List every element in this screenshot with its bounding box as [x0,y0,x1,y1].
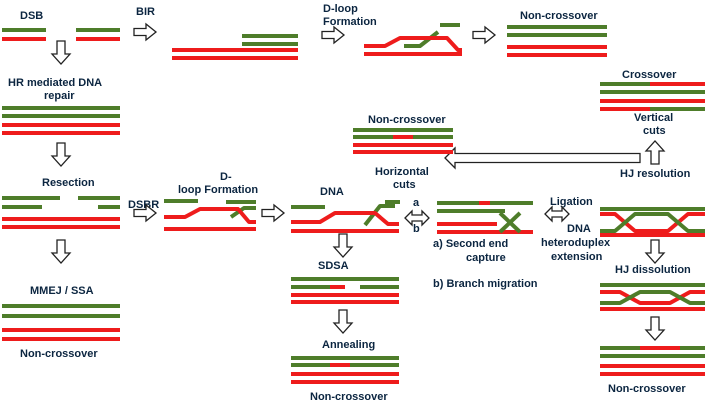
arrow-bir [133,23,157,41]
label-hj-resolution: HJ resolution [620,168,691,180]
strands-bir [172,34,298,60]
label-dloop-mid-2: loop Formation [178,184,258,196]
strands-hj-dissolution [600,283,705,311]
label-mmej-ssa: MMEJ / SSA [30,285,94,297]
arrow-resection-to-mmej [51,239,71,264]
label-resection: Resection [42,177,95,189]
label-noncrossover-mid: Non-crossover [368,114,446,126]
strands-double-holliday-junction [600,207,705,237]
label-dloop-top-1: D-loop [323,3,358,15]
label-hr-repair-2: repair [44,90,75,102]
arrow-sdsa-to-annealing [333,309,353,334]
label-noncrossover-right: Non-crossover [608,383,686,395]
strands-dna [291,200,400,233]
strands-dsb [2,28,120,41]
label-dna: DNA [320,186,344,198]
label-heteroduplex-1: DNA [567,223,591,235]
strands-noncrossover-top [507,25,607,57]
arrow-dloop-top [321,26,345,44]
label-noncrossover-left: Non-crossover [20,348,98,360]
label-heteroduplex-2: heteroduplex [541,237,611,249]
strands-noncrossover-right [600,346,705,376]
label-horizontal-cuts-1: Horizontal [375,166,429,178]
label-dsb: DSB [20,10,43,22]
label-noncrossover-bottom: Non-crossover [310,391,388,403]
arrow-dna-to-sdsa [333,233,353,258]
strands-crossover [600,82,705,111]
label-vertical-cuts-1: Vertical [634,112,673,124]
arrow-hr-to-resection [51,142,71,167]
arrow-horizontal-cuts [444,146,641,170]
label-crossover: Crossover [622,69,677,81]
label-branch-migration: b) Branch migration [433,278,538,290]
label-bir: BIR [136,6,155,18]
arrow-ligation [544,206,570,222]
strands-dloop-mid [164,199,256,231]
arrow-vertical-cuts-up [645,140,665,165]
arrow-dsb-to-hr [51,40,71,65]
strands-mmej-ssa [2,304,120,341]
strands-hr-mediated [2,106,120,135]
label-ligation: Ligation [550,196,593,208]
strands-sdsa [291,277,399,304]
label-branch-b: b [413,223,420,235]
arrow-dloop-mid [261,204,285,222]
strands-noncrossover-mid [353,128,453,154]
strands-second-end-capture [437,201,533,234]
label-sdsa: SDSA [318,260,349,272]
arrow-dissolution-to-noncrossover [645,316,665,341]
label-annealing: Annealing [322,339,375,351]
label-horizontal-cuts-2: cuts [393,179,416,191]
arrow-to-noncrossover-top [472,26,496,44]
label-dsbr: DSBR [128,199,159,211]
label-second-end-2: capture [466,252,506,264]
label-branch-a: a [413,197,420,209]
strands-resection [2,196,120,229]
label-dloop-top-2: Formation [323,16,377,28]
arrow-hj-to-dissolution [645,239,665,264]
label-heteroduplex-3: extension [551,251,603,263]
label-hj-dissolution: HJ dissolution [615,264,691,276]
label-vertical-cuts-2: cuts [643,125,666,137]
label-noncrossover-top: Non-crossover [520,10,598,22]
label-second-end-1: a) Second end [433,238,508,250]
label-dloop-mid-1: D- [220,171,232,183]
strands-dloop-top [364,23,462,56]
strands-annealing [291,356,399,384]
label-hr-repair-1: HR mediated DNA [8,77,102,89]
